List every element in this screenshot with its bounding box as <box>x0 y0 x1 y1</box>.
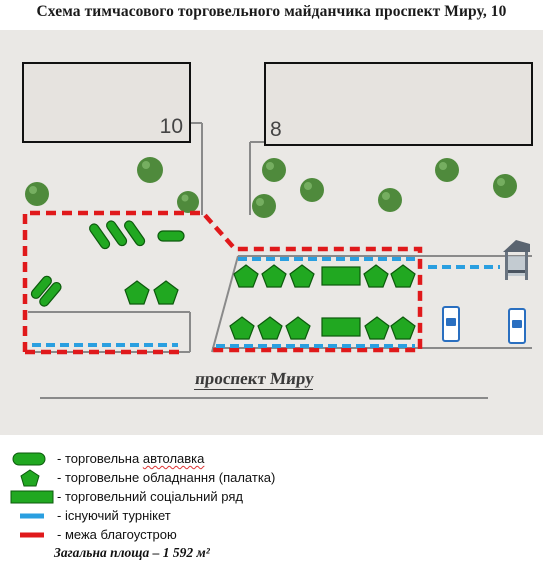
boundary-symbol <box>20 532 44 538</box>
tent <box>363 264 389 288</box>
legend-item-social-row: - торговельний соціальний ряд <box>10 488 310 506</box>
legend-label: - торговельне обладнання (палатка) <box>57 470 276 485</box>
building-number: 10 <box>159 115 183 138</box>
total-area: Загальна площа – 1 592 м² <box>54 545 210 560</box>
tent <box>229 316 255 340</box>
legend-label: - торговельний соціальний ряд <box>57 489 243 504</box>
mobile-shops <box>30 220 185 307</box>
street-label: проспект Миру <box>193 369 315 390</box>
tree-icon <box>493 174 517 198</box>
tent <box>390 264 416 288</box>
tree-icon <box>262 158 286 182</box>
tree-icon <box>25 182 49 206</box>
bus-stop-signs <box>442 306 526 344</box>
tent <box>390 316 416 340</box>
tent <box>364 316 390 340</box>
tent <box>233 264 259 288</box>
mobile-shop <box>89 223 111 250</box>
legend-item-mobile-shop: - торговельна автолавка <box>10 450 310 468</box>
map-title: Схема тимчасового торговельного майданчи… <box>36 3 507 20</box>
tent <box>289 264 315 288</box>
mobile-shop <box>106 220 128 247</box>
legend-label: - межа благоустрою <box>57 527 177 542</box>
tent <box>285 316 311 340</box>
legend-label: - існуючий турнікет <box>57 508 171 523</box>
tent <box>261 264 287 288</box>
bus-shelter-icon <box>503 240 530 280</box>
curb-line <box>211 255 239 353</box>
tent-symbol <box>20 469 40 487</box>
mobile-shop <box>39 281 62 307</box>
tree-icon <box>252 194 276 218</box>
mobile-shop-symbol <box>12 452 46 466</box>
tree-icon <box>300 178 324 202</box>
trade-tents <box>124 264 416 340</box>
social-row <box>321 317 361 337</box>
tree-icon <box>137 157 163 183</box>
legend-label-word: автолавка <box>142 451 205 466</box>
legend-item-turnstile: - існуючий турнікет <box>10 507 310 525</box>
building-8: 8 <box>264 62 533 146</box>
tree-icon <box>378 188 402 212</box>
mobile-shop <box>157 230 185 242</box>
legend-item-tent: - торговельне обладнання (палатка) <box>10 469 310 487</box>
mobile-shop <box>124 220 146 247</box>
social-rows <box>321 266 361 337</box>
building-10: 10 <box>22 62 191 143</box>
turnstile-lines <box>32 257 500 348</box>
tree-icon <box>435 158 459 182</box>
social-row-symbol <box>10 490 54 504</box>
tent <box>124 280 150 305</box>
social-row <box>321 266 361 286</box>
mobile-shop <box>30 275 52 299</box>
site-plan-drawing <box>22 122 532 399</box>
legend-label: - торговельна <box>57 451 143 466</box>
tree-icon <box>177 191 199 213</box>
turnstile-symbol <box>20 513 44 519</box>
boundary-line <box>22 210 423 355</box>
tent <box>257 316 283 340</box>
tent <box>153 280 179 305</box>
trees <box>25 157 517 218</box>
legend-item-boundary: - межа благоустрою <box>10 526 310 544</box>
site-plan: 10 8 проспект Миру <box>0 30 543 435</box>
building-number: 8 <box>270 118 282 141</box>
